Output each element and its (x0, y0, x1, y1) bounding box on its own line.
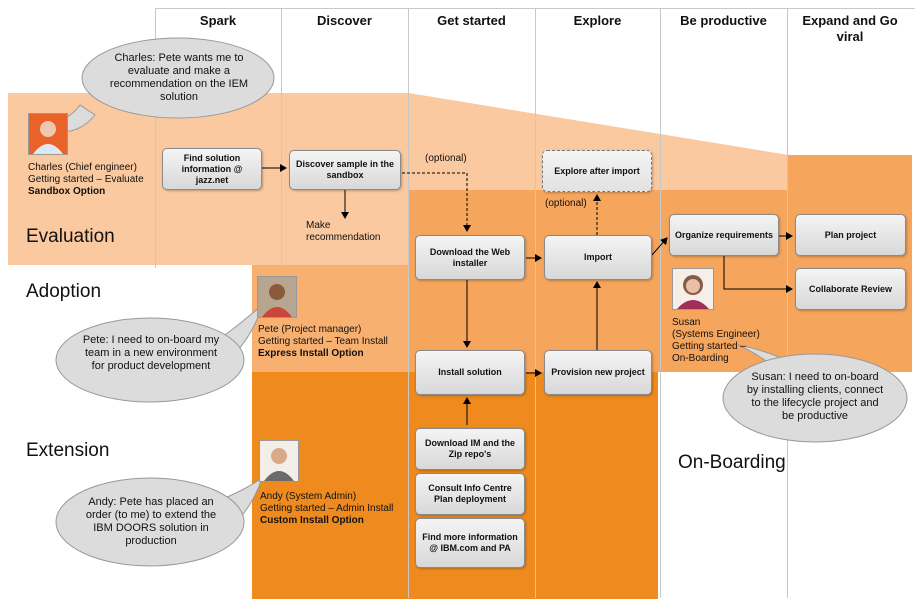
column-header-spark: Spark (199, 13, 237, 28)
persona-susan: Susan (Systems Engineer) Getting started… (672, 317, 760, 365)
step-install-solution: Install solution (415, 350, 525, 395)
evaluation-wedge-top (408, 93, 788, 190)
persona-option: Express Install Option (258, 348, 364, 359)
header-top-line (155, 8, 915, 9)
step-plan-project: Plan project (795, 214, 906, 256)
note-optional: (optional) (425, 153, 467, 164)
step-consult-info-centre: Consult Info Centre Plan deployment (415, 473, 525, 515)
column-divider (281, 8, 282, 268)
step-import: Import (544, 235, 652, 280)
note-optional: (optional) (545, 198, 587, 209)
bubble-text-andy: Andy: Pete has placed an order (to me) t… (85, 496, 217, 547)
step-organize-requirements: Organize requirements (669, 214, 779, 256)
step-download-im: Download IM and the Zip repo's (415, 428, 525, 470)
band-label-evaluation: Evaluation (26, 226, 115, 247)
persona-name: Andy (System Admin) (260, 491, 357, 502)
persona-option: Sandbox Option (28, 186, 106, 197)
step-discover-sample: Discover sample in the sandbox (289, 150, 401, 190)
column-divider (787, 8, 788, 598)
person-icon (262, 284, 292, 317)
step-explore-after-import: Explore after import (542, 150, 652, 192)
bubble-text-pete: Pete: I need to on-board my team in a ne… (82, 334, 220, 372)
persona-getting-started: Getting started – (672, 341, 746, 352)
bubble-andy (55, 477, 245, 567)
step-download-web-installer: Download the Web installer (415, 235, 525, 280)
persona-pete: Pete (Project manager) Getting started –… (258, 324, 388, 360)
step-find-more-info: Find more information @ IBM.com and PA (415, 518, 525, 568)
column-header-get-started: Get started (437, 13, 506, 28)
person-icon (264, 448, 294, 481)
person-icon (33, 121, 63, 154)
bubble-text-charles: Charles: Pete wants me to evaluate and m… (109, 52, 249, 103)
column-header-be-productive: Be productive (680, 13, 767, 28)
person-icon (677, 275, 709, 309)
step-find-solution: Find solution information @ jazz.net (162, 148, 262, 190)
step-provision-project: Provision new project (544, 350, 652, 395)
column-divider (408, 8, 409, 598)
note-make-recommendation: Make recommendation (306, 220, 381, 243)
avatar-charles (28, 113, 68, 155)
column-header-expand: Expand and Go viral (802, 13, 898, 44)
column-header-explore: Explore (573, 13, 622, 28)
persona-option: Custom Install Option (260, 515, 364, 526)
persona-name: Charles (Chief engineer) (28, 162, 137, 173)
persona-option: On-Boarding (672, 353, 729, 364)
persona-role: Getting started – Evaluate (28, 174, 144, 185)
persona-name: Susan (672, 317, 701, 328)
bubble-text-susan: Susan: I need to on-board by installing … (746, 371, 884, 422)
column-divider (155, 8, 156, 268)
avatar-pete (257, 276, 297, 318)
persona-role: Getting started – Admin Install (260, 503, 394, 514)
band-label-adoption: Adoption (26, 281, 102, 302)
bubble-pete (55, 317, 245, 403)
column-divider (660, 8, 661, 598)
band-label-extension: Extension (26, 440, 110, 461)
persona-role: (Systems Engineer) (672, 329, 760, 340)
column-divider (535, 8, 536, 598)
avatar-susan (672, 268, 714, 310)
persona-charles: Charles (Chief engineer) Getting started… (28, 162, 144, 198)
bubble-susan (722, 353, 908, 443)
avatar-andy (259, 440, 299, 482)
bubble-charles (81, 37, 275, 119)
persona-role: Getting started – Team Install (258, 336, 388, 347)
persona-andy: Andy (System Admin) Getting started – Ad… (260, 491, 393, 527)
step-collaborate-review: Collaborate Review (795, 268, 906, 310)
band-label-onboarding: On-Boarding (678, 452, 786, 473)
column-header-discover: Discover (317, 13, 372, 28)
persona-name: Pete (Project manager) (258, 324, 362, 335)
